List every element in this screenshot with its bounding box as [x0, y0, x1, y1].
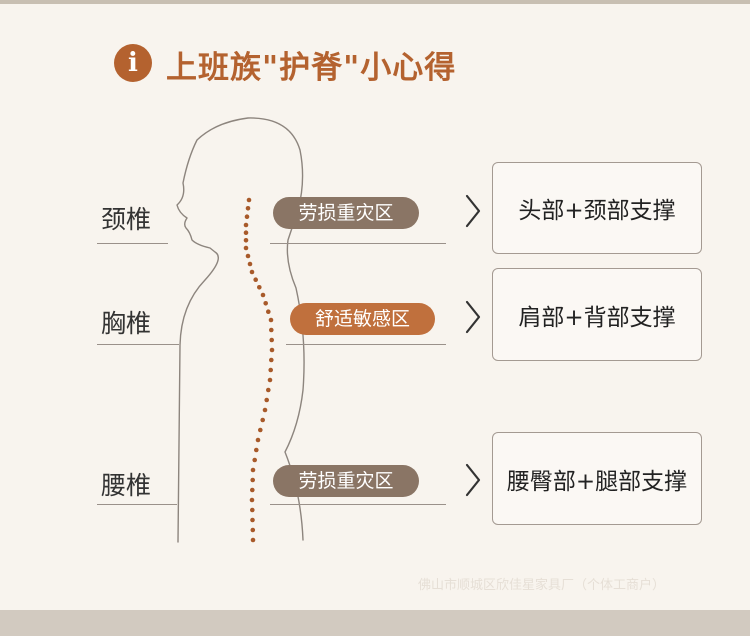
spine-dot — [261, 293, 266, 298]
spine-dot — [250, 270, 255, 275]
spine-dot — [250, 508, 255, 513]
chevron-right-icon — [464, 299, 482, 335]
divider-line — [286, 344, 446, 345]
spine-dot — [246, 254, 251, 259]
spine-dot — [251, 528, 256, 533]
spine-dot — [244, 246, 249, 251]
spine-dot — [247, 198, 252, 203]
divider-line — [97, 344, 179, 345]
spine-dot — [269, 328, 274, 333]
spine-dot — [263, 408, 268, 413]
spine-dot — [270, 348, 275, 353]
spine-dot — [263, 301, 268, 306]
spine-dot — [266, 388, 271, 393]
spine-dot — [246, 206, 251, 211]
watermark: 佛山市顺城区欣佳星家具厂（个体工商户） — [418, 574, 665, 593]
spine-dots — [244, 198, 275, 543]
spine-dot — [248, 262, 253, 267]
spine-dot — [258, 428, 263, 433]
divider-line — [270, 504, 446, 505]
spine-dot — [250, 478, 255, 483]
spine-dot — [269, 318, 274, 323]
spine-dot — [257, 285, 262, 290]
spine-dot — [252, 458, 257, 463]
divider-line — [97, 243, 168, 244]
spine-dot — [266, 309, 271, 314]
chevron-right-icon — [464, 462, 482, 498]
spine-dot — [264, 398, 269, 403]
spine-dot — [251, 538, 256, 543]
support-box-shoulder-back: 肩部+背部支撑 — [492, 268, 702, 361]
spine-dot — [254, 448, 259, 453]
zone-badge-thoracic: 舒适敏感区 — [290, 303, 435, 335]
divider-line — [97, 504, 177, 505]
spine-dot — [244, 223, 249, 228]
row-label-thoracic: 胸椎 — [101, 304, 151, 340]
spine-dot — [250, 518, 255, 523]
row-label-lumbar: 腰椎 — [101, 466, 151, 502]
spine-dot — [244, 238, 249, 243]
spine-dot — [256, 438, 261, 443]
spine-dot — [260, 418, 265, 423]
spine-dot — [269, 358, 274, 363]
spine-dot — [269, 338, 274, 343]
spine-dot — [250, 498, 255, 503]
spine-dot — [244, 230, 249, 235]
zone-badge-lumbar: 劳损重灾区 — [273, 465, 419, 497]
chevron-right-icon — [464, 193, 482, 229]
spine-dot — [268, 368, 273, 373]
support-box-head-neck: 头部+颈部支撑 — [492, 162, 702, 254]
spine-dot — [251, 468, 256, 473]
support-box-waist-leg: 腰臀部+腿部支撑 — [492, 432, 702, 525]
spine-dot — [253, 277, 258, 282]
row-label-cervical: 颈椎 — [101, 200, 151, 236]
spine-dot — [268, 378, 273, 383]
spine-dot — [250, 488, 255, 493]
zone-badge-cervical: 劳损重灾区 — [273, 197, 419, 229]
divider-line — [270, 243, 446, 244]
spine-dot — [245, 214, 250, 219]
